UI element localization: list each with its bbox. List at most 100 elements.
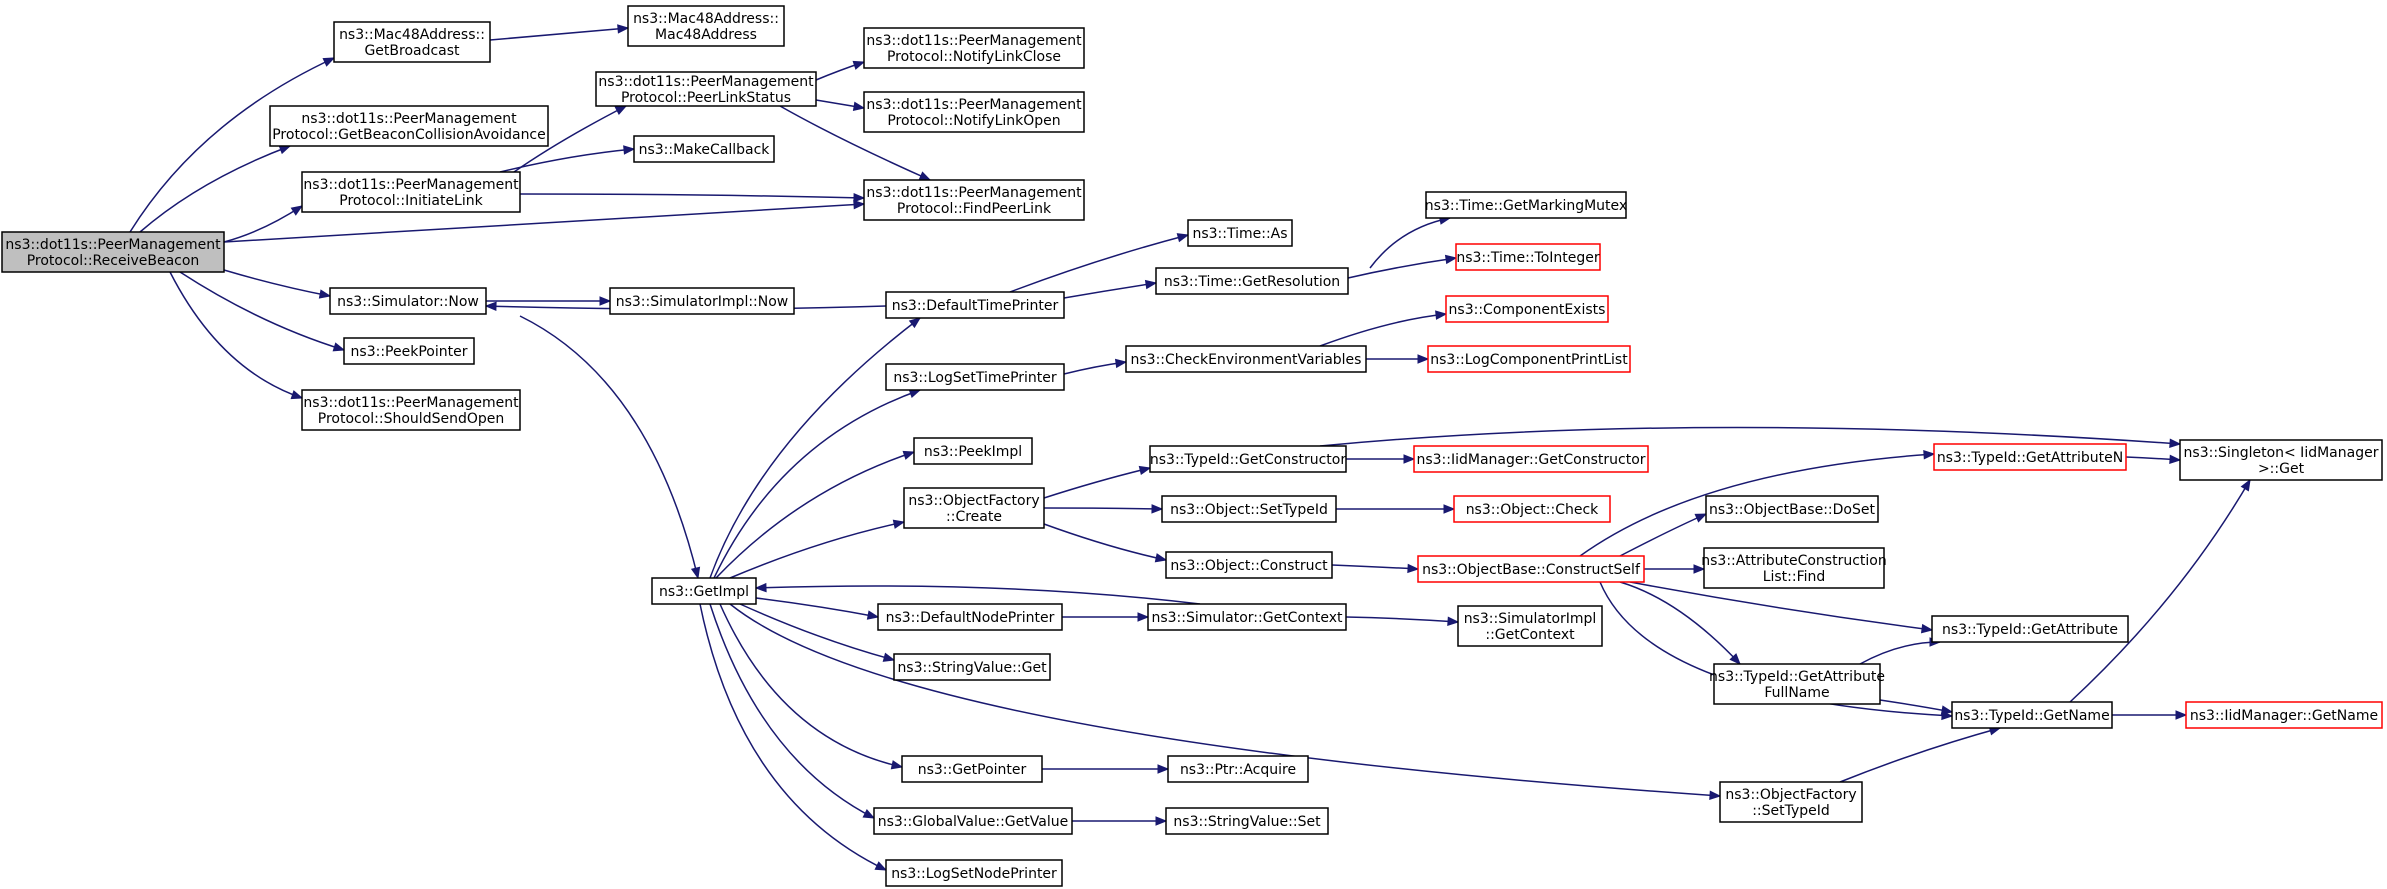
- node-peek-pointer[interactable]: ns3::PeekPointer: [343, 337, 475, 365]
- node-get-beacon-coll[interactable]: ns3::dot11s::PeerManagementProtocol::Get…: [269, 105, 549, 147]
- node-label: ns3::ObjectFactory: [1725, 787, 1856, 803]
- edge-get-impl-to-default-node-printer: [755, 597, 880, 620]
- node-ptr-acquire[interactable]: ns3::Ptr::Acquire: [1167, 755, 1309, 783]
- node-type-id-get-name[interactable]: ns3::TypeId::GetName: [1951, 701, 2113, 729]
- node-global-get-value[interactable]: ns3::GlobalValue::GetValue: [873, 807, 1073, 835]
- node-box: [1165, 807, 1329, 835]
- node-get-attribute-n[interactable]: ns3::TypeId::GetAttributeN: [1933, 443, 2127, 471]
- node-make-callback[interactable]: ns3::MakeCallback: [633, 135, 775, 163]
- node-default-node-printer[interactable]: ns3::DefaultNodePrinter: [877, 603, 1063, 631]
- node-notify-close[interactable]: ns3::dot11s::PeerManagementProtocol::Not…: [863, 27, 1085, 69]
- node-label: ::SetTypeId: [1752, 803, 1830, 819]
- node-obj-factory-create[interactable]: ns3::ObjectFactory::Create: [903, 487, 1045, 529]
- node-box: [863, 27, 1085, 69]
- node-obj-check[interactable]: ns3::Object::Check: [1453, 495, 1611, 523]
- arrowhead: [2175, 710, 2188, 720]
- node-label: ns3::TypeId::GetAttribute: [1942, 622, 2118, 638]
- edge-obj-factory-set-type-id-to-type-id-get-name: [1839, 726, 2002, 783]
- node-sim-impl-now[interactable]: ns3::SimulatorImpl::Now: [609, 287, 795, 315]
- node-get-impl[interactable]: ns3::GetImpl: [651, 577, 757, 605]
- edge-line: [489, 27, 629, 41]
- node-type-id-get-constructor[interactable]: ns3::TypeId::GetConstructor: [1149, 445, 1347, 473]
- edge-line: [739, 603, 895, 661]
- node-label: ns3::Object::Construct: [1170, 558, 1328, 574]
- arrowhead: [852, 60, 866, 70]
- node-to-integer[interactable]: ns3::Time::ToInteger: [1455, 243, 1601, 271]
- node-label: ns3::TypeId::GetAttribute: [1709, 669, 1885, 685]
- node-iid-get-name[interactable]: ns3::IidManager::GetName: [2185, 701, 2383, 729]
- node-obj-set-type-id[interactable]: ns3::Object::SetTypeId: [1161, 495, 1337, 523]
- arrowhead: [1693, 564, 1706, 574]
- node-box: [1187, 219, 1293, 247]
- node-time-as[interactable]: ns3::Time::As: [1187, 219, 1293, 247]
- node-log-component-print-list[interactable]: ns3::LogComponentPrintList: [1427, 345, 1631, 373]
- node-label: ns3::LogSetTimePrinter: [893, 370, 1057, 386]
- node-label: ns3::MakeCallback: [639, 142, 771, 158]
- edge-line: [699, 603, 887, 871]
- edge-get-impl-to-log-set-node-printer: [699, 603, 888, 871]
- edge-line: [755, 597, 879, 618]
- node-get-resolution[interactable]: ns3::Time::GetResolution: [1155, 267, 1349, 295]
- edge-peer-link-status-to-notify-close: [815, 60, 866, 81]
- node-singleton-get[interactable]: ns3::Singleton< IidManager >::Get: [2179, 439, 2383, 481]
- node-label: ns3::CheckEnvironmentVariables: [1131, 352, 1362, 368]
- edge-line: [1043, 467, 1151, 499]
- node-construct-self[interactable]: ns3::ObjectBase::ConstructSelf: [1417, 555, 1645, 583]
- node-notify-open[interactable]: ns3::dot11s::PeerManagementProtocol::Not…: [863, 91, 1085, 133]
- edge-receive-beacon-to-should-send-open: [169, 271, 304, 400]
- node-label: Protocol::InitiateLink: [339, 193, 483, 209]
- node-check-env[interactable]: ns3::CheckEnvironmentVariables: [1125, 345, 1367, 373]
- node-peek-impl[interactable]: ns3::PeekImpl: [913, 437, 1033, 465]
- node-label: GetBroadcast: [364, 43, 460, 59]
- edge-obj-factory-create-to-type-id-get-constructor: [1043, 465, 1152, 499]
- edge-line: [729, 521, 905, 579]
- node-label: ns3::LogSetNodePrinter: [891, 866, 1057, 882]
- node-label: ns3::dot11s::PeerManagement: [866, 97, 1082, 113]
- node-type-id-get-attribute[interactable]: ns3::TypeId::GetAttribute: [1931, 615, 2129, 643]
- node-label: ns3::DefaultNodePrinter: [886, 610, 1055, 626]
- node-sim-get-context[interactable]: ns3::Simulator::GetContext: [1147, 603, 1347, 631]
- edge-receive-beacon-to-get-beacon-coll: [139, 145, 292, 233]
- node-default-time-printer[interactable]: ns3::DefaultTimePrinter: [885, 291, 1065, 319]
- node-initiate-link[interactable]: ns3::dot11s::PeerManagementProtocol::Ini…: [301, 171, 521, 213]
- node-component-exists[interactable]: ns3::ComponentExists: [1445, 295, 1609, 323]
- node-obj-construct[interactable]: ns3::Object::Construct: [1165, 551, 1333, 579]
- node-get-broadcast[interactable]: ns3::Mac48Address::GetBroadcast: [333, 21, 491, 63]
- node-label: ns3::ObjectBase::DoSet: [1709, 502, 1875, 518]
- node-mac48[interactable]: ns3::Mac48Address::Mac48Address: [627, 5, 785, 47]
- node-find-peer-link[interactable]: ns3::dot11s::PeerManagementProtocol::Fin…: [863, 179, 1085, 221]
- node-label: ::Create: [946, 509, 1002, 525]
- node-log-set-time-printer[interactable]: ns3::LogSetTimePrinter: [885, 363, 1065, 391]
- node-label: ns3::dot11s::PeerManagement: [866, 33, 1082, 49]
- arrowhead: [754, 582, 767, 593]
- node-label: ns3::dot11s::PeerManagement: [598, 74, 814, 90]
- edge-receive-beacon-to-sim-now: [223, 269, 332, 299]
- node-obj-factory-set-type-id[interactable]: ns3::ObjectFactory::SetTypeId: [1719, 781, 1863, 823]
- node-box: [1445, 295, 1609, 323]
- node-box: [329, 287, 487, 315]
- node-do-set[interactable]: ns3::ObjectBase::DoSet: [1705, 495, 1879, 523]
- node-label: ns3::Time::GetMarkingMutex: [1425, 198, 1627, 214]
- edge-layer: [129, 24, 2251, 871]
- node-get-marking-mutex[interactable]: ns3::Time::GetMarkingMutex: [1425, 191, 1627, 219]
- node-log-set-node-printer[interactable]: ns3::LogSetNodePrinter: [885, 859, 1063, 887]
- node-string-value-get[interactable]: ns3::StringValue::Get: [893, 653, 1051, 681]
- edge-initiate-link-to-find-peer-link: [519, 193, 866, 203]
- arrowhead: [1417, 354, 1430, 364]
- node-peer-link-status[interactable]: ns3::dot11s::PeerManagementProtocol::Pee…: [595, 71, 817, 107]
- node-string-value-set[interactable]: ns3::StringValue::Set: [1165, 807, 1329, 835]
- node-get-pointer[interactable]: ns3::GetPointer: [901, 755, 1043, 783]
- node-box: [1705, 495, 1879, 523]
- node-label: Protocol::ReceiveBeacon: [27, 253, 200, 269]
- edge-line: [715, 451, 915, 579]
- node-box: [885, 291, 1065, 319]
- node-iid-get-constructor[interactable]: ns3::IidManager::GetConstructor: [1413, 445, 1649, 473]
- node-sim-impl-get-context[interactable]: ns3::SimulatorImpl::GetContext: [1457, 605, 1603, 647]
- node-label: ns3::ObjectFactory: [908, 493, 1039, 509]
- node-should-send-open[interactable]: ns3::dot11s::PeerManagementProtocol::Sho…: [301, 389, 521, 431]
- node-sim-now[interactable]: ns3::Simulator::Now: [329, 287, 487, 315]
- arrowhead: [1444, 254, 1458, 265]
- arrowhead: [853, 193, 866, 203]
